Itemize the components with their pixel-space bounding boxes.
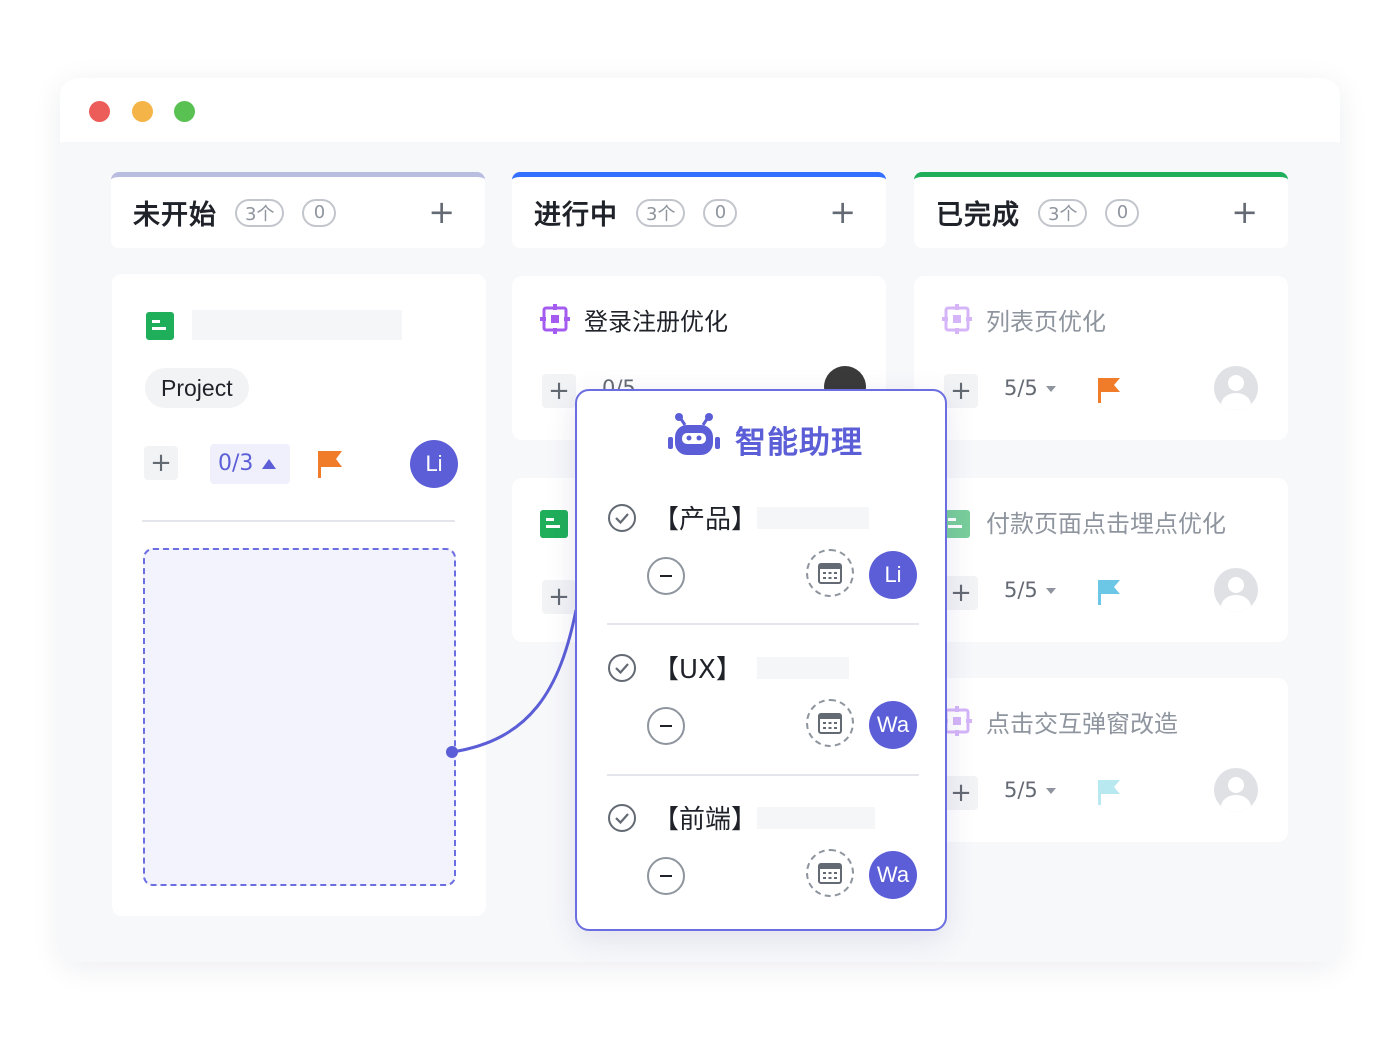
avatar-placeholder[interactable]	[1214, 568, 1258, 612]
remove-button[interactable]	[647, 557, 685, 595]
assistant-task-row[interactable]: 【产品】 Li	[577, 503, 945, 653]
add-subtask-button[interactable]: +	[144, 446, 178, 480]
robot-icon	[668, 413, 720, 455]
avatar[interactable]: Wa	[869, 851, 917, 899]
column-title: 已完成	[936, 200, 1020, 231]
task-placeholder	[757, 507, 869, 529]
feature-icon	[942, 304, 972, 334]
task-card-done-3[interactable]: 点击交互弹窗改造 + 5/5	[914, 678, 1288, 842]
due-date-button[interactable]	[806, 849, 854, 897]
priority-flag-icon[interactable]	[1096, 778, 1122, 806]
subtask-progress[interactable]: 0/3	[210, 444, 290, 484]
task-placeholder	[757, 657, 849, 679]
column-title: 进行中	[534, 200, 618, 231]
add-task-button[interactable]: +	[428, 193, 455, 231]
divider	[142, 520, 455, 522]
remove-button[interactable]	[647, 707, 685, 745]
column-title: 未开始	[133, 200, 217, 231]
caret-up-icon	[262, 459, 277, 469]
project-tag[interactable]: Project	[145, 368, 249, 408]
close-window-button[interactable]	[89, 101, 110, 122]
avatar[interactable]: Wa	[869, 701, 917, 749]
comment-count-badge: 0	[302, 198, 337, 227]
calendar-icon	[818, 563, 842, 584]
task-count-badge: 3个	[235, 198, 285, 227]
task-label: 【产品】	[653, 505, 758, 535]
card-title: 列表页优化	[986, 308, 1106, 336]
add-subtask-button[interactable]: +	[944, 576, 978, 610]
task-card-done-2[interactable]: 付款页面点击埋点优化 + 5/5	[914, 478, 1288, 642]
avatar-placeholder[interactable]	[1214, 366, 1258, 410]
check-circle-icon[interactable]	[607, 803, 637, 833]
priority-flag-icon[interactable]	[316, 449, 344, 479]
task-placeholder	[757, 807, 875, 829]
add-subtask-button[interactable]: +	[944, 374, 978, 408]
caret-down-icon	[1045, 588, 1056, 594]
smart-assistant-panel: 智能助理 【产品】 Li 【UX】	[575, 389, 947, 931]
task-label: 【前端】	[653, 805, 758, 835]
panel-title: 智能助理	[735, 425, 863, 461]
maximize-window-button[interactable]	[174, 101, 195, 122]
title-bar	[60, 78, 1340, 142]
add-task-button[interactable]: +	[829, 193, 856, 231]
due-date-button[interactable]	[806, 699, 854, 747]
avatar[interactable]: Li	[869, 551, 917, 599]
add-subtask-button[interactable]: +	[944, 776, 978, 810]
task-card-done-1[interactable]: 列表页优化 + 5/5	[914, 276, 1288, 440]
progress-value: 5/5	[1004, 376, 1038, 400]
avatar-placeholder[interactable]	[1214, 768, 1258, 812]
remove-button[interactable]	[647, 857, 685, 895]
column-header-done: 已完成 3个 0 +	[914, 172, 1288, 248]
drop-zone[interactable]	[143, 548, 456, 886]
add-task-button[interactable]: +	[1231, 193, 1258, 231]
comment-count-badge: 0	[703, 198, 738, 227]
priority-flag-icon[interactable]	[1096, 376, 1122, 404]
comment-count-badge: 0	[1105, 198, 1140, 227]
card-title: 登录注册优化	[584, 308, 728, 336]
subtask-progress[interactable]: 5/5	[1004, 578, 1056, 602]
progress-value: 0/3	[218, 451, 254, 476]
calendar-icon	[818, 713, 842, 734]
assistant-task-row[interactable]: 【UX】 Wa	[577, 653, 945, 803]
priority-flag-icon[interactable]	[1096, 578, 1122, 606]
due-date-button[interactable]	[806, 549, 854, 597]
doc-icon	[146, 312, 174, 340]
subtask-progress[interactable]: 5/5	[1004, 376, 1056, 400]
assistant-task-row[interactable]: 【前端】 Wa	[577, 803, 945, 953]
task-count-badge: 3个	[636, 198, 686, 227]
task-count-badge: 3个	[1038, 198, 1088, 227]
task-label: 【UX】	[653, 655, 742, 685]
column-header-todo: 未开始 3个 0 +	[111, 172, 485, 248]
app-window: 未开始 3个 0 + 进行中 3个 0 + 已完成 3个 0 + Project…	[60, 78, 1340, 962]
divider	[607, 774, 919, 776]
divider	[607, 623, 919, 625]
feature-icon	[540, 304, 570, 334]
subtask-progress[interactable]: 5/5	[1004, 778, 1056, 802]
caret-down-icon	[1045, 788, 1056, 794]
check-circle-icon[interactable]	[607, 503, 637, 533]
progress-value: 5/5	[1004, 578, 1038, 602]
doc-icon	[942, 510, 970, 538]
card-title: 点击交互弹窗改造	[986, 710, 1178, 738]
calendar-icon	[818, 863, 842, 884]
doc-icon	[540, 510, 568, 538]
column-header-doing: 进行中 3个 0 +	[512, 172, 886, 248]
progress-value: 5/5	[1004, 778, 1038, 802]
add-subtask-button[interactable]: +	[542, 580, 576, 614]
avatar[interactable]: Li	[410, 440, 458, 488]
card-title: 付款页面点击埋点优化	[986, 510, 1226, 538]
task-card-todo[interactable]: Project + 0/3 Li	[112, 274, 486, 916]
check-circle-icon[interactable]	[607, 653, 637, 683]
add-subtask-button[interactable]: +	[542, 374, 576, 408]
minimize-window-button[interactable]	[132, 101, 153, 122]
caret-down-icon	[1045, 386, 1056, 392]
title-placeholder	[192, 310, 402, 340]
